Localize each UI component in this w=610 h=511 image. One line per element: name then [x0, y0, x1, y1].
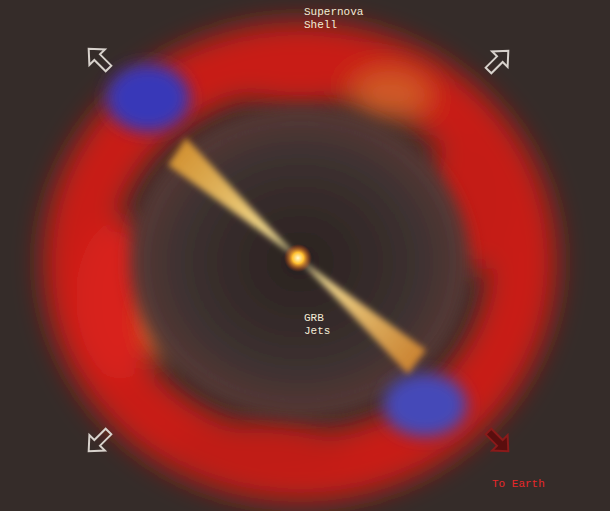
- shell-label: Supernova Shell: [304, 6, 376, 32]
- jets-label: GRB Jets: [304, 312, 338, 338]
- earth-direction-label: To Earth: [492, 478, 545, 491]
